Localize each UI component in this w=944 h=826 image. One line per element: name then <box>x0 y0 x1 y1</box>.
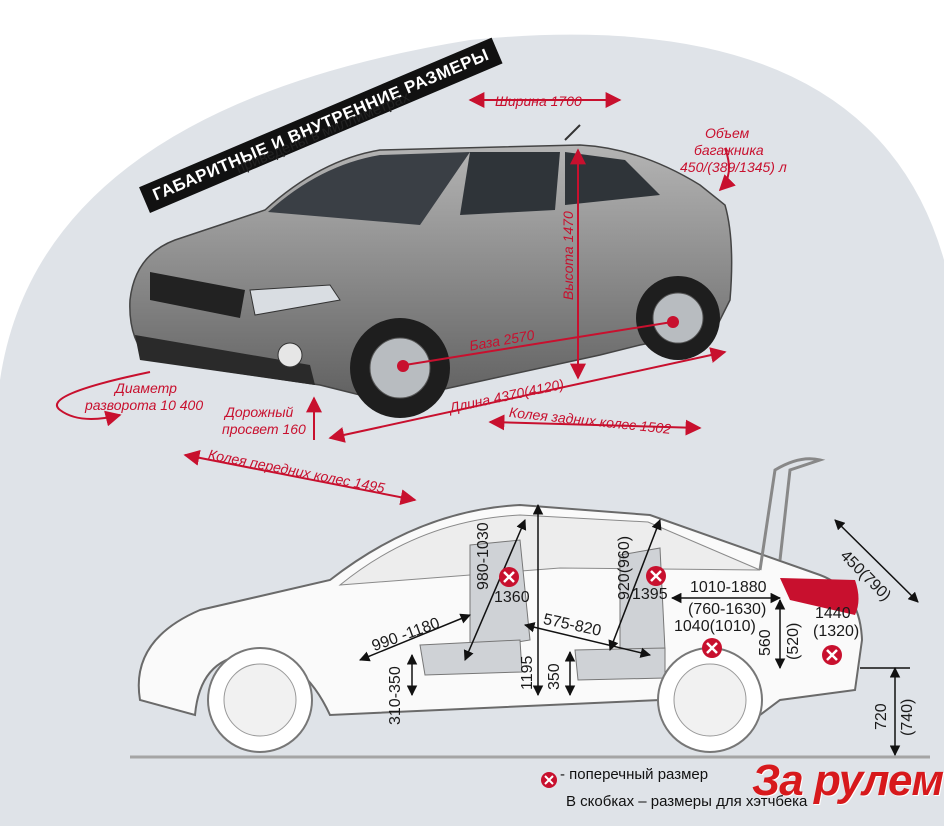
rear-shoulder-label: 1395 <box>632 586 668 603</box>
ground-clearance-line1: Дорожный <box>225 404 294 420</box>
front-interior-height-label: 1195 <box>519 655 536 690</box>
width-label: Ширина 1700 <box>495 93 582 109</box>
trunk-width-hatch-label: (1320) <box>813 623 860 640</box>
cross-icon <box>499 567 519 587</box>
front-headroom-label: 980-1030 <box>475 522 492 590</box>
legend-brackets: В скобках – размеры для хэтчбека <box>566 793 808 810</box>
cross-icon <box>541 772 557 788</box>
turning-diameter-line2: разворота 10 400 <box>85 397 204 413</box>
cross-markers <box>499 566 842 788</box>
trunk-length-hatch-label: (760-1630) <box>688 601 767 618</box>
trunk-height-hatch-label: (520) <box>785 622 802 660</box>
rear-headroom-label: 920(960) <box>616 535 633 600</box>
za-rulem-logo: За рулем <box>752 756 944 805</box>
trunk-width-min-label: 1040(1010) <box>674 618 756 635</box>
front-shoulder-label: 1360 <box>494 589 530 606</box>
rear-seat-height-label: 350 <box>546 663 563 690</box>
loading-height-hatch-label: (740) <box>899 698 916 736</box>
legend-cross: - поперечный размер <box>560 766 709 783</box>
ground-clearance-line2: просвет 160 <box>222 421 306 437</box>
trunk-volume-line1: Объем <box>705 125 750 141</box>
exterior-dimension-lines <box>55 92 736 506</box>
trunk-volume-line2: багажника <box>694 142 764 158</box>
height-label: Высота 1470 <box>560 211 576 300</box>
cross-icon <box>822 645 842 665</box>
cross-icon <box>646 566 666 586</box>
interior-dimension-lines <box>359 503 919 757</box>
trunk-length-label: 1010-1880 <box>690 579 767 596</box>
turning-diameter-line1: Диаметр <box>115 380 177 396</box>
front-seat-height-label: 310-350 <box>387 666 404 725</box>
cross-icon <box>702 638 722 658</box>
trunk-width-label: 1440 <box>815 605 851 622</box>
trunk-height-label: 560 <box>757 629 774 656</box>
trunk-volume-line3: 450/(389/1345) л <box>680 159 787 175</box>
loading-height-label: 720 <box>873 703 890 730</box>
